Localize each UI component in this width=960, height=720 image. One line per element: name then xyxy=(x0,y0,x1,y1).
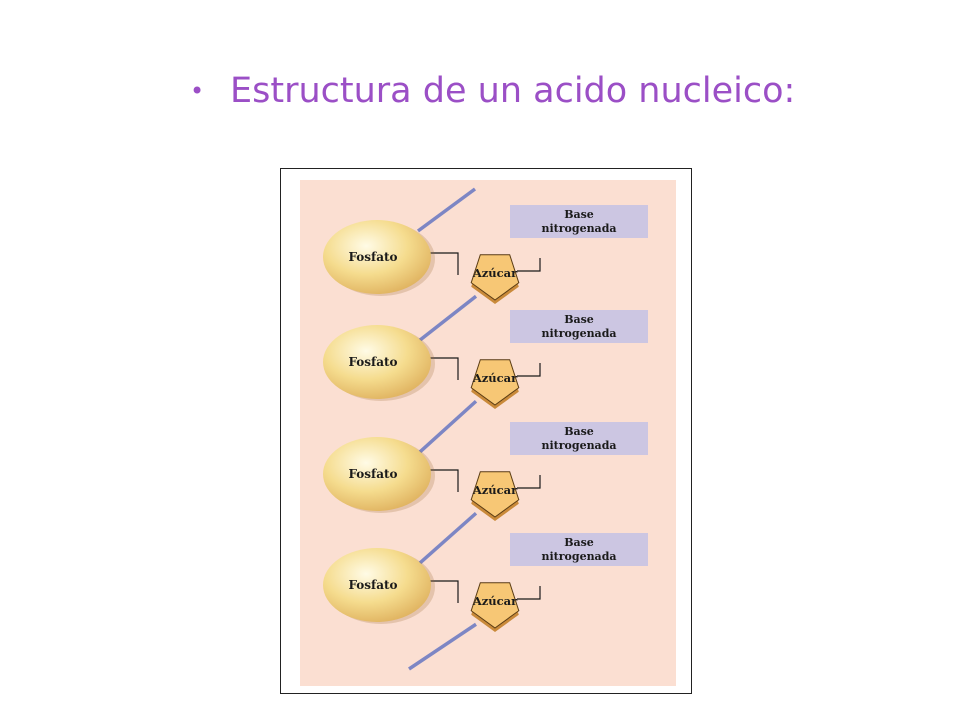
base-label-line1: Base xyxy=(564,313,594,326)
base-label-line1: Base xyxy=(564,208,594,221)
backbone-segment xyxy=(416,511,478,566)
backbone-segment xyxy=(408,622,477,671)
phosphate-sugar-bond xyxy=(429,252,459,275)
sugar-label: Azúcar xyxy=(472,594,518,608)
sugar-base-bond xyxy=(517,363,541,377)
phosphate-sugar-bond xyxy=(429,580,459,603)
nucleotide-strand: FosfatoAzúcarBasenitrogenadaFosfatoAzúca… xyxy=(323,187,648,671)
sugar-base-bond xyxy=(517,475,541,489)
phosphate-label: Fosfato xyxy=(348,578,397,592)
nucleic-acid-diagram: FosfatoAzúcarBasenitrogenadaFosfatoAzúca… xyxy=(300,180,676,686)
sugar-label: Azúcar xyxy=(472,266,518,280)
base-box xyxy=(510,205,648,238)
phosphate-label: Fosfato xyxy=(348,250,397,264)
sugar-label: Azúcar xyxy=(472,371,518,385)
phosphate-sphere xyxy=(323,437,431,511)
sugar-phosphate-backbone xyxy=(408,187,478,671)
base-label-line1: Base xyxy=(564,536,594,549)
sugar-pentagon xyxy=(470,471,520,518)
sugar-pentagon xyxy=(470,582,520,629)
backbone-segment xyxy=(416,187,477,233)
phosphate-sugar-bond xyxy=(429,469,459,492)
phosphate-sugar-bond xyxy=(429,357,459,380)
title-bullet: • xyxy=(190,77,205,105)
title-text: Estructura de un acido nucleico: xyxy=(230,71,796,111)
sugar-base-bond xyxy=(517,258,541,272)
sugar-pentagon xyxy=(470,254,520,301)
base-label-line2: nitrogenada xyxy=(541,222,616,235)
sugar-pentagon xyxy=(470,359,520,406)
backbone-segment xyxy=(416,399,478,455)
base-box xyxy=(510,422,648,455)
phosphate-label: Fosfato xyxy=(348,467,397,481)
phosphate-sphere xyxy=(323,548,431,622)
phosphate-label: Fosfato xyxy=(348,355,397,369)
base-label-line1: Base xyxy=(564,425,594,438)
phosphate-sphere xyxy=(323,220,431,294)
base-label-line2: nitrogenada xyxy=(541,439,616,452)
base-box xyxy=(510,533,648,566)
sugar-base-bond xyxy=(517,586,541,600)
base-label-line2: nitrogenada xyxy=(541,550,616,563)
base-box xyxy=(510,310,648,343)
backbone-segment xyxy=(416,294,478,344)
sugar-label: Azúcar xyxy=(472,483,518,497)
phosphate-sphere xyxy=(323,325,431,399)
base-label-line2: nitrogenada xyxy=(541,327,616,340)
